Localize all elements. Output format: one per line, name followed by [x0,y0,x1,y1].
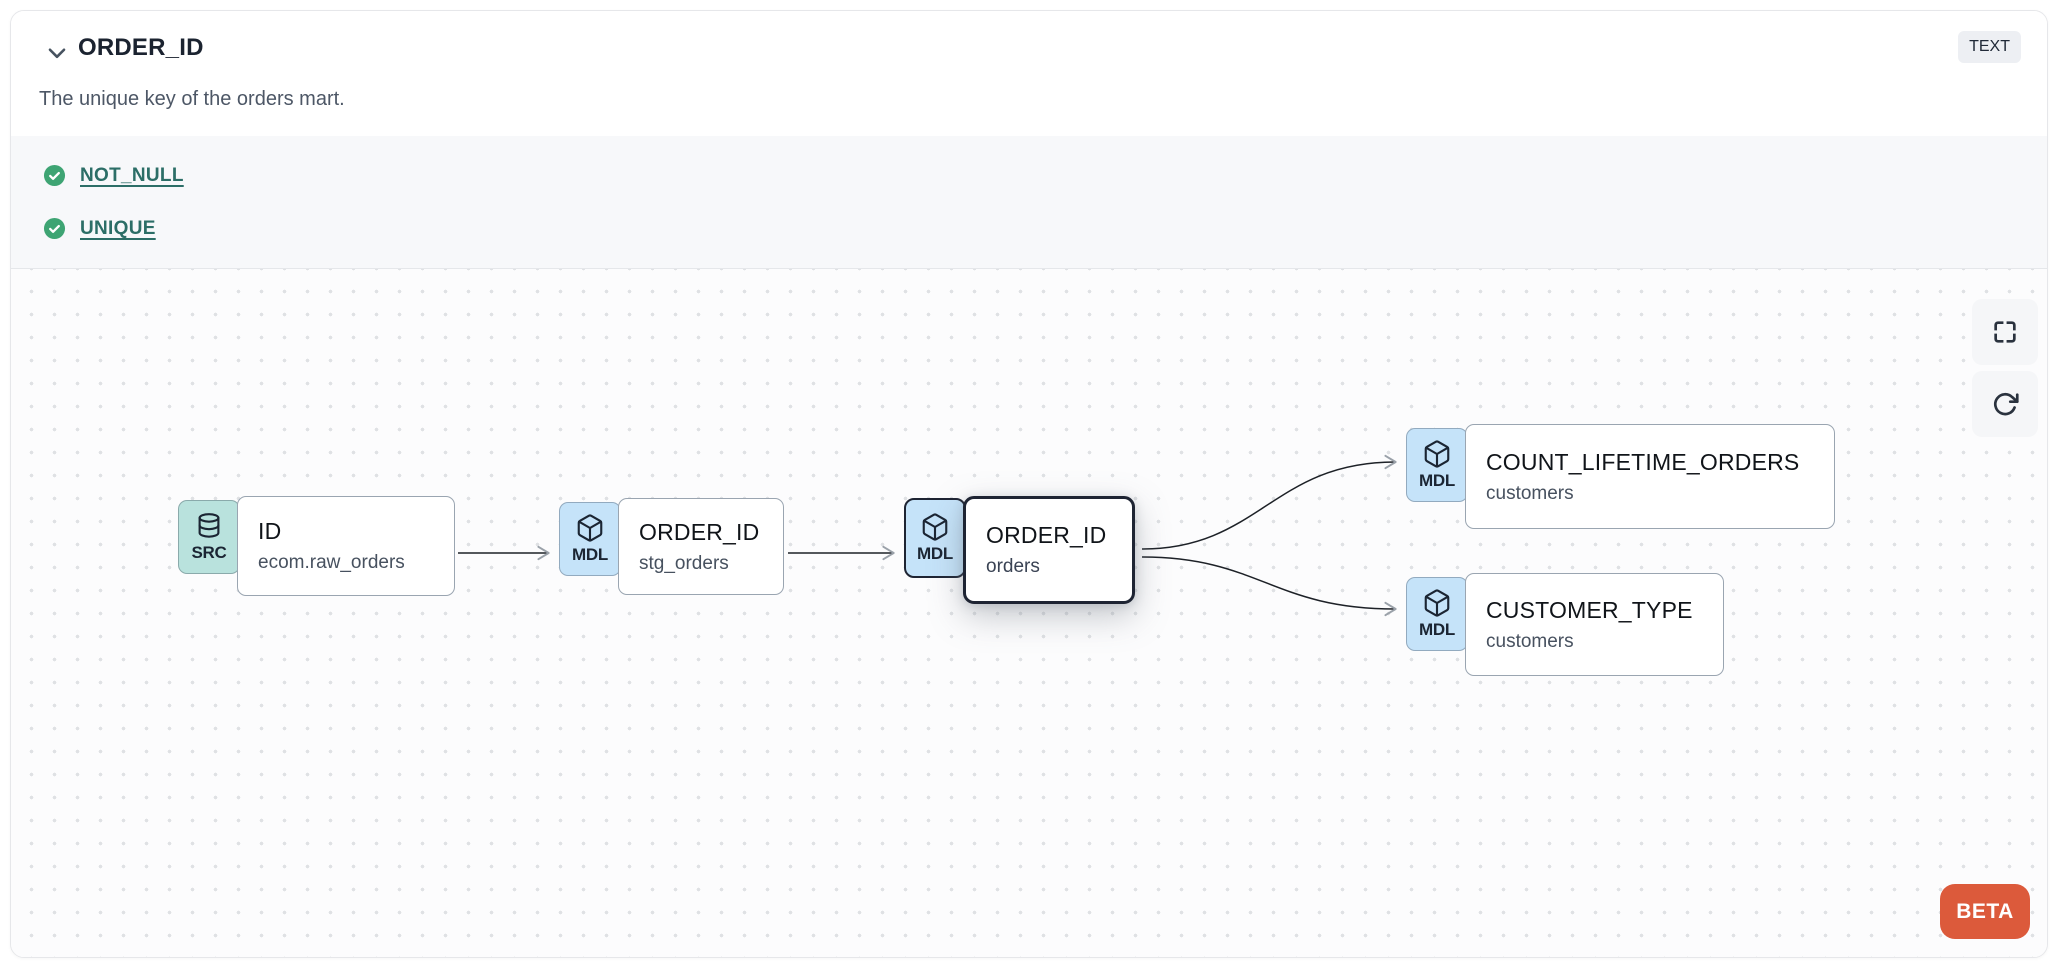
node-kind-label: MDL [572,545,608,564]
box-icon [1422,588,1452,618]
node-kind-badge: MDL [904,498,966,578]
fullscreen-icon [1991,318,2019,346]
column-description: The unique key of the orders mart. [39,88,345,110]
database-icon [194,511,224,541]
node-subtitle: stg_orders [639,552,729,574]
page-title: ORDER_ID [78,34,204,61]
test-row: UNIQUE [43,202,2047,255]
node-subtitle: customers [1486,630,1574,652]
node-kind-badge: MDL [559,502,621,576]
test-row: NOT_NULL [43,149,2047,202]
box-icon [575,513,605,543]
node-kind-label: SRC [191,543,227,562]
box-icon [920,512,950,542]
node-kind-badge: MDL [1406,428,1468,502]
refresh-button[interactable] [1972,371,2038,437]
node-title: COUNT_LIFETIME_ORDERS [1486,448,1800,475]
lineage-node-source-id[interactable]: SRC ID ecom.raw_orders [178,496,455,596]
edge-orders-order-id-to-customers-count-lifetime-orders [1141,454,1397,550]
node-kind-label: MDL [1419,471,1455,490]
chevron-down-icon [44,40,70,66]
collapse-button[interactable] [41,37,73,69]
lineage-node-customers-count-lifetime-orders[interactable]: MDL COUNT_LIFETIME_ORDERS customers [1406,424,1835,529]
node-subtitle: orders [986,556,1040,577]
canvas-controls [1972,299,2038,437]
node-card: ID ecom.raw_orders [237,496,455,596]
node-kind-label: MDL [1419,620,1455,639]
fullscreen-button[interactable] [1972,299,2038,365]
node-card: ORDER_ID stg_orders [618,498,784,595]
panel-header: ORDER_ID TEXT The unique key of the orde… [11,11,2047,136]
node-title: ID [258,518,282,544]
node-title: ORDER_ID [986,522,1107,548]
lineage-node-customers-customer-type[interactable]: MDL CUSTOMER_TYPE customers [1406,573,1724,676]
node-title: CUSTOMER_TYPE [1486,596,1693,623]
node-card: CUSTOMER_TYPE customers [1465,573,1724,676]
node-subtitle: customers [1486,482,1574,504]
lineage-node-stg-orders-order-id[interactable]: MDL ORDER_ID stg_orders [559,498,784,595]
lineage-edges-layer [458,454,1397,617]
refresh-icon [1991,390,2019,418]
beta-badge: BETA [1940,884,2030,939]
check-circle-icon [43,164,66,187]
column-detail-panel: ORDER_ID TEXT The unique key of the orde… [10,10,2048,958]
node-kind-badge: SRC [178,500,240,574]
tests-section: NOT_NULL UNIQUE [11,136,2047,269]
node-kind-badge: MDL [1406,577,1468,651]
column-type-badge: TEXT [1958,31,2021,63]
node-subtitle: ecom.raw_orders [258,552,405,573]
edge-orders-order-id-to-customers-customer-type [1141,556,1397,617]
check-circle-icon [43,217,66,240]
node-kind-label: MDL [917,544,953,563]
node-title: ORDER_ID [639,518,760,545]
test-link-unique[interactable]: UNIQUE [80,217,156,239]
box-icon [1422,439,1452,469]
test-link-not-null[interactable]: NOT_NULL [80,164,184,186]
node-card: COUNT_LIFETIME_ORDERS customers [1465,424,1835,529]
